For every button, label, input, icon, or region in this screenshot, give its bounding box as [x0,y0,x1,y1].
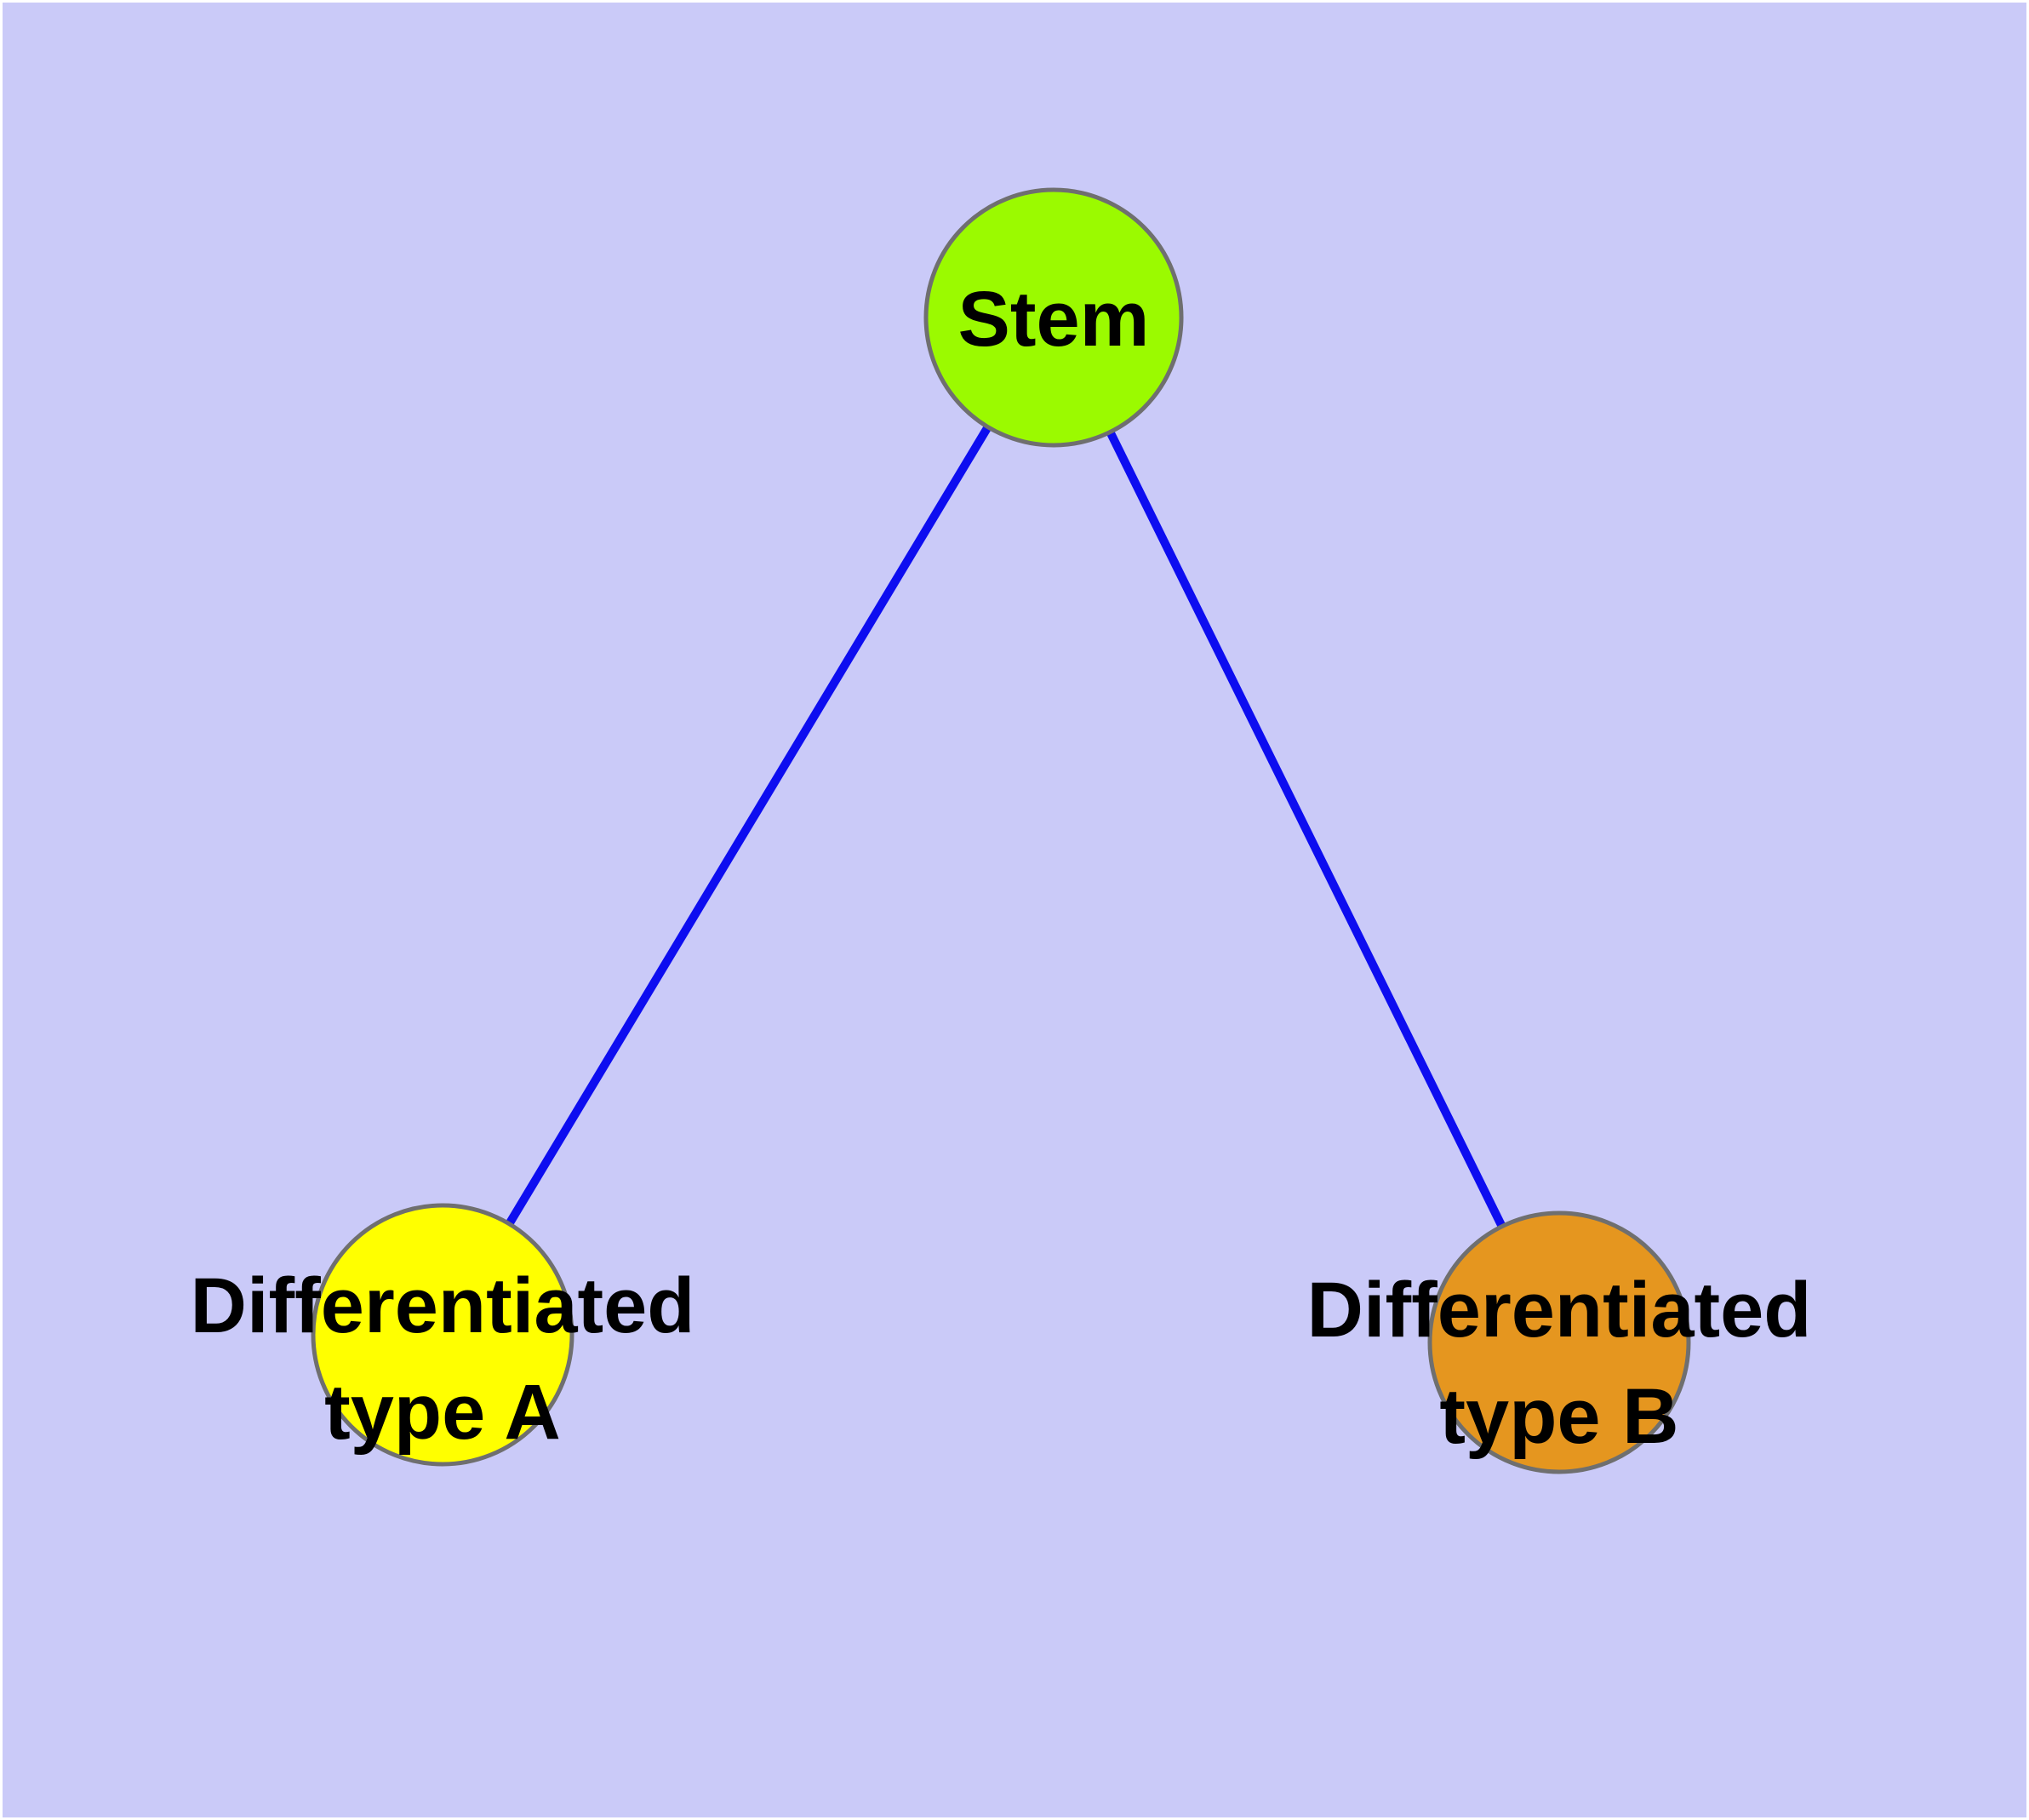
node-stem-label: Stem [958,276,1150,363]
node-type-b-label-line2: type B [1439,1373,1678,1460]
node-type-b-label-line1: Differentiated [1307,1267,1812,1354]
node-type-a-label-line2: type A [324,1369,561,1456]
node-stem-circle[interactable] [923,187,1184,448]
edge-stem-to-type-a [438,315,1058,1337]
edge-stem-to-type-b [1049,315,1563,1345]
node-type-b-circle[interactable] [1427,1210,1691,1474]
node-type-a-circle[interactable] [311,1203,574,1467]
node-type-a-label-line1: Differentiated [191,1262,695,1349]
